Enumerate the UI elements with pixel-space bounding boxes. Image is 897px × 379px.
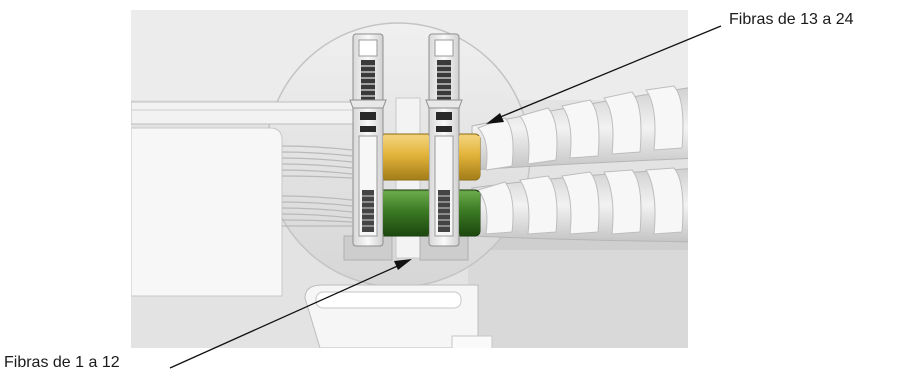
right-panel	[468, 250, 698, 360]
left-body	[131, 128, 282, 296]
upper-fibers-label: Fibras de 13 a 24	[729, 11, 854, 29]
left-retention-clip	[350, 34, 386, 246]
lower-fibers-label: Fibras de 1 a 12	[4, 354, 120, 372]
left-rail	[131, 102, 375, 124]
right-retention-clip	[426, 34, 462, 246]
splice-tray-view	[131, 10, 700, 360]
